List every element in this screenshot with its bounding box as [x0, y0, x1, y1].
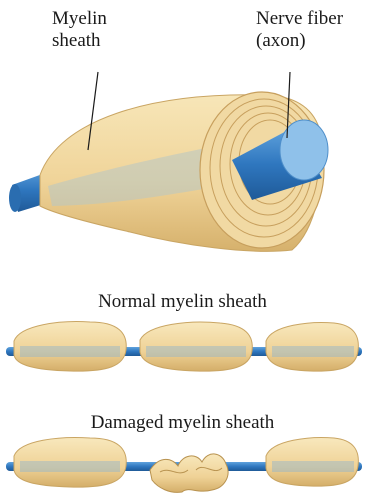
normal-caption: Normal myelin sheath: [0, 291, 365, 313]
nerve-fiber-label: Nerve fiber (axon): [256, 8, 343, 52]
myelinated-axon-large: [9, 72, 328, 251]
damaged-fiber: [6, 438, 362, 493]
normal-fiber: [6, 322, 362, 372]
myelin-label-line1: Myelin: [52, 8, 107, 30]
damaged-caption: Damaged myelin sheath: [0, 412, 365, 434]
myelin-label: Myelin sheath: [52, 8, 107, 52]
nerve-fiber-label-line2: (axon): [256, 30, 343, 52]
damaged-segment-frayed: [150, 454, 228, 492]
nerve-fiber-label-line1: Nerve fiber: [256, 8, 343, 30]
myelin-label-line2: sheath: [52, 30, 107, 52]
axon-left-cap: [9, 184, 21, 212]
